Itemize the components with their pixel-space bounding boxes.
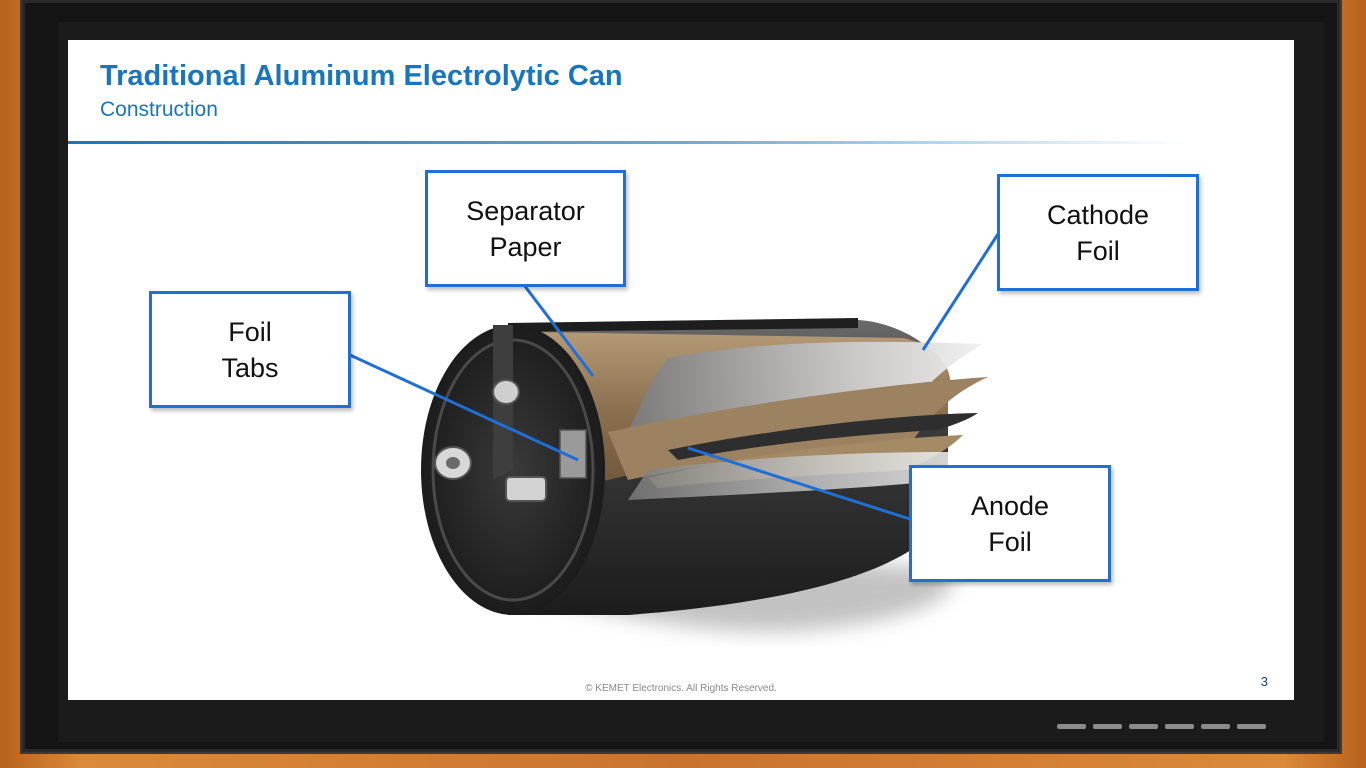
foil-strip	[668, 413, 978, 460]
presentation-slide: Traditional Aluminum Electrolytic Can Co…	[68, 40, 1294, 700]
frame-indicator-dashes	[1057, 724, 1266, 729]
terminal-bolt-left-hole	[446, 457, 460, 469]
callout-anode-foil-label: Anode Foil	[970, 490, 1050, 557]
slide-title: Traditional Aluminum Electrolytic Can	[100, 60, 623, 92]
indicator-dash	[1093, 724, 1122, 729]
anode-foil-leader	[687, 446, 914, 522]
anode-foil-sheet	[628, 452, 948, 500]
callout-separator-paper: Separator Paper	[425, 170, 626, 287]
title-divider	[68, 141, 1188, 144]
page-number: 3	[1260, 674, 1268, 689]
slide-subtitle: Construction	[100, 98, 218, 121]
indicator-dash	[1057, 724, 1086, 729]
terminal-bolt-right	[505, 476, 547, 502]
callout-foil-tabs: Foil Tabs	[149, 291, 351, 408]
callout-foil-tabs-label: Foil Tabs	[221, 316, 279, 383]
indicator-dash	[1237, 724, 1266, 729]
terminal-bolt-top	[492, 379, 520, 405]
can-rim	[508, 318, 858, 332]
capacitor-illustration	[349, 233, 1000, 632]
indicator-dash	[1129, 724, 1158, 729]
indicator-dash	[1201, 724, 1230, 729]
indicator-dash	[1165, 724, 1194, 729]
callout-cathode-foil-label: Cathode Foil	[1046, 199, 1150, 266]
foil-tabs-leader	[349, 353, 579, 462]
cathode-foil-leader	[921, 233, 1000, 351]
callout-anode-foil: Anode Foil	[909, 465, 1111, 582]
callout-separator-paper-label: Separator Paper	[466, 195, 585, 262]
separator-paper-leader	[522, 284, 595, 377]
callout-cathode-foil: Cathode Foil	[997, 174, 1199, 291]
copyright-footer: © KEMET Electronics. All Rights Reserved…	[585, 683, 777, 694]
